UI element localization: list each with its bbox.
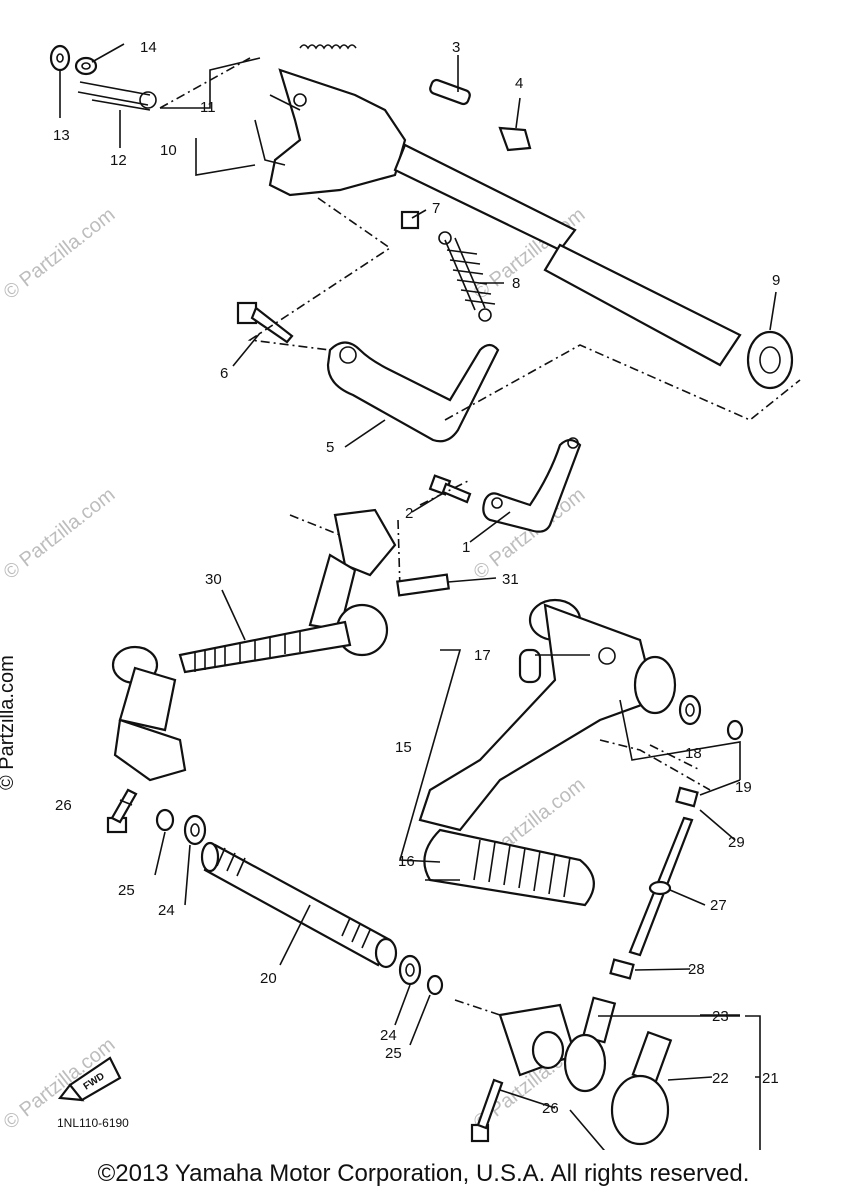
drawing-code: 1NL110-6190 (57, 1116, 129, 1130)
part-label-23: 23 (712, 1008, 729, 1025)
part-label-3: 3 (452, 39, 460, 56)
part-label-10: 10 (160, 142, 177, 159)
copyright-notice: ©2013 Yamaha Motor Corporation, U.S.A. A… (97, 1160, 750, 1187)
part-label-28: 28 (688, 961, 705, 978)
part-label-9: 9 (772, 272, 780, 289)
part-label-1: 1 (462, 539, 470, 556)
part-label-5: 5 (326, 439, 334, 456)
shift-shaft-assembly (49, 44, 801, 591)
part-label-24: 24 (158, 902, 175, 919)
part-label-7: 7 (432, 200, 440, 217)
part-label-30: 30 (205, 571, 222, 588)
part-label-26: 26 (55, 797, 72, 814)
part-label-24: 24 (380, 1027, 397, 1044)
part-label-2: 2 (405, 505, 413, 522)
part-labels: 14 13 12 11 10 3 4 7 8 9 6 5 2 1 31 30 1… (53, 39, 780, 1117)
part-label-14: 14 (140, 39, 157, 56)
part-label-20: 20 (260, 970, 277, 987)
part-label-11: 11 (200, 99, 216, 116)
part-label-21: 21 (762, 1070, 779, 1087)
part-label-15: 15 (395, 739, 412, 756)
leader-lines (59, 43, 777, 1109)
part-label-27: 27 (710, 897, 727, 914)
shift-rod-assembly (106, 508, 450, 846)
watermark: © Partzilla.com (0, 484, 119, 584)
part-label-16: 16 (398, 853, 415, 870)
shaft-20 (200, 841, 444, 996)
watermark: © Partzilla.com (0, 204, 119, 304)
part-label-19: 19 (735, 779, 752, 796)
part-label-6: 6 (220, 365, 228, 382)
watermark-group: © Partzilla.com © Partzilla.com © Partzi… (0, 204, 589, 1134)
fwd-arrow-icon: FWD (57, 1056, 122, 1102)
part-label-12: 12 (110, 152, 127, 169)
part-label-29: 29 (728, 834, 745, 851)
joint-assembly-21 (454, 996, 761, 1150)
part-label-8: 8 (512, 275, 520, 292)
part-label-26: 26 (542, 1100, 559, 1117)
part-label-4: 4 (515, 75, 523, 92)
part-label-25: 25 (385, 1045, 402, 1062)
part-label-13: 13 (53, 127, 70, 144)
part-label-18: 18 (685, 745, 702, 762)
part-label-17: 17 (474, 647, 491, 664)
part-label-31: 31 (502, 571, 519, 588)
part-label-22: 22 (712, 1070, 729, 1087)
side-watermark: © Partzilla.com (0, 655, 18, 790)
exploded-parts-diagram: © Partzilla.com © Partzilla.com © Partzi… (0, 39, 801, 1150)
shift-pedal-15 (398, 598, 744, 980)
part-label-25: 25 (118, 882, 135, 899)
